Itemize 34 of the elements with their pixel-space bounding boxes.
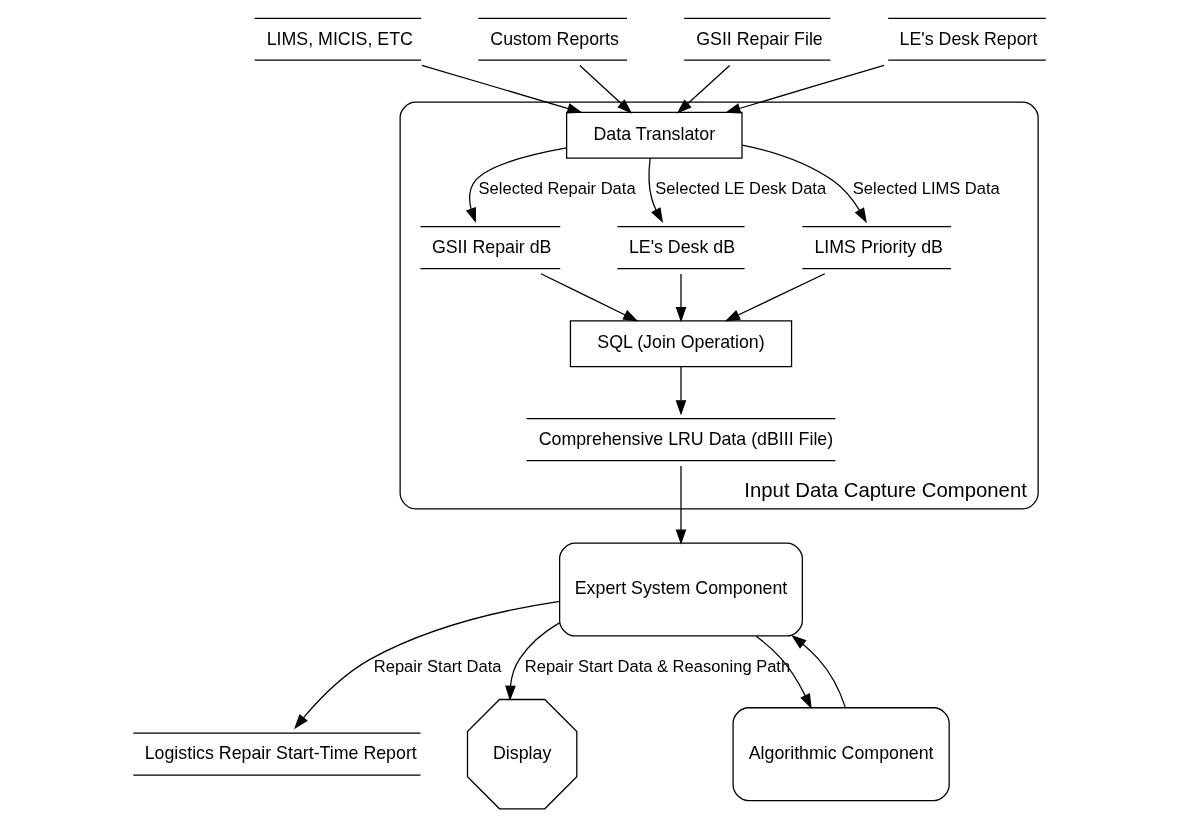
arrow [465,147,567,224]
edge-label: Repair Start Data & Reasoning Path [524,657,790,677]
node-text: Comprehensive LRU Data (dBIII File) [538,428,833,449]
edge-label: Selected Repair Data [478,179,636,199]
node-text: LIMS Priority dB [813,237,943,258]
arrow [676,64,730,114]
arrow [420,64,583,114]
node-text: Custom Reports [489,28,619,49]
node-text: Logistics Repair Start-Time Report [144,743,417,764]
arrow [504,622,560,701]
node-box: Algorithmic Component [731,707,950,802]
node-box: Data Translator [565,111,743,159]
arrow [578,64,632,114]
arrow [293,600,560,730]
node-box: Expert System Component [558,542,803,637]
arrow [675,365,686,416]
arrow [675,273,686,323]
edge-label: Selected LIMS Data [852,179,1000,199]
arrow [647,157,663,224]
arrow [724,273,825,322]
node-text: GSII Repair dB [431,237,551,258]
arrow [790,635,846,708]
edge-label: Selected LE Desk Data [654,179,826,199]
arrow [539,273,638,322]
edge-label: Repair Start Data [373,657,501,677]
arrow [755,635,812,710]
arrow [724,64,885,114]
node-text: GSII Repair File [695,28,823,49]
arrow [675,465,686,545]
node-box: SQL (Join Operation) [569,320,792,368]
node-text: LE's Desk dB [628,237,735,258]
arrow [741,144,867,224]
node-text: LIMS, MICIS, ETC [266,28,413,49]
node-text: LE's Desk Report [899,28,1037,49]
